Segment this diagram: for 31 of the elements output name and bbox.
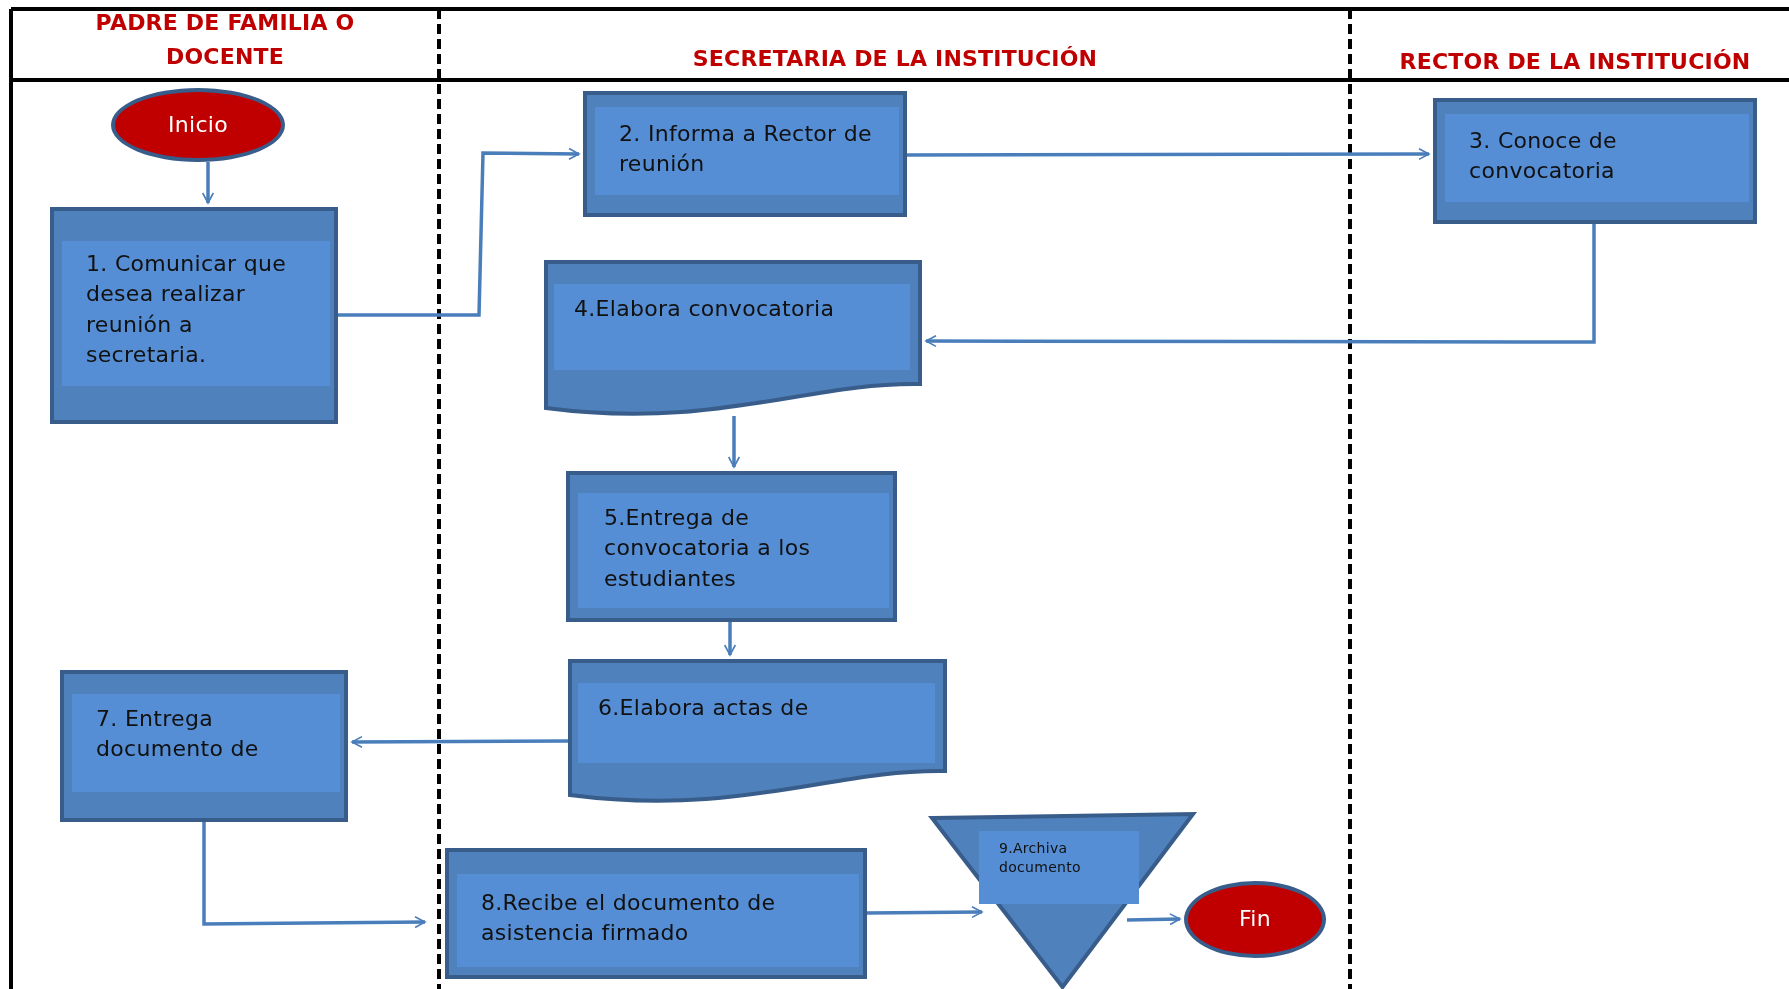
lane-header: RECTOR DE LA INSTITUCIÓN — [1398, 48, 1752, 76]
process-box — [1433, 98, 1757, 224]
node-text: 3. Conoce de convocatoria — [1469, 127, 1618, 186]
arrow — [907, 147, 1430, 161]
arrow — [727, 416, 741, 468]
process-box — [50, 207, 338, 424]
lane-header: PADRE DE FAMILIA O DOCENTE — [94, 9, 356, 71]
arrow — [1126, 913, 1181, 926]
merge-triangle — [930, 812, 1195, 989]
arrow — [202, 822, 426, 929]
arrow — [201, 162, 215, 204]
process-box — [445, 848, 867, 979]
node-text: 8.Recibe el documento de asistencia firmado — [481, 889, 777, 948]
node-text: 4.Elabora convocatoria — [574, 295, 836, 323]
arrow — [351, 735, 568, 749]
node-text: Inicio — [168, 110, 228, 139]
process-box — [566, 471, 897, 622]
node-text: 2. Informa a Rector de reunión — [619, 120, 873, 179]
process-box — [60, 670, 348, 822]
arrow — [723, 622, 737, 656]
process-box — [583, 91, 907, 217]
node-text: 1. Comunicar que desea realizar reunión a secretaria. — [86, 250, 288, 370]
node-text: Fin — [1239, 905, 1271, 934]
lane-header: SECRETARIA DE LA INSTITUCIÓN — [691, 45, 1099, 73]
node-text: 9.Archiva documento — [999, 839, 1082, 878]
arrow — [338, 147, 580, 317]
arrow — [867, 905, 983, 919]
node-text: 6.Elabora actas de — [598, 694, 810, 722]
node-text: 5.Entrega de convocatoria a los estudiantes — [604, 504, 812, 593]
arrow — [925, 224, 1596, 348]
node-text: 7. Entrega documento de — [96, 705, 260, 764]
